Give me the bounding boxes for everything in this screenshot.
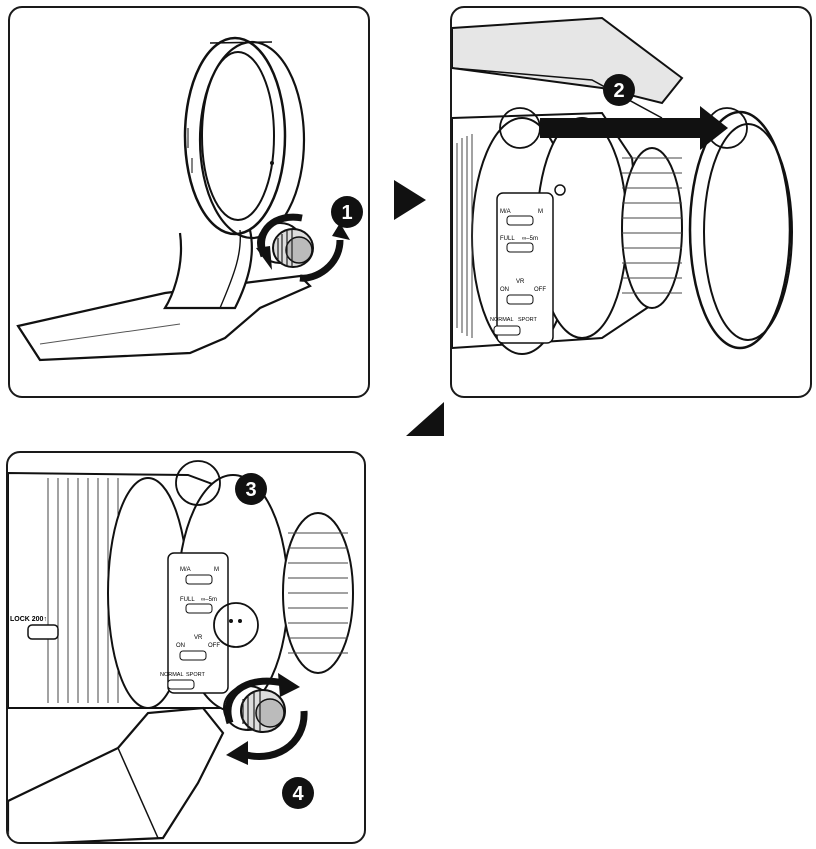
svg-text:∞–5m: ∞–5m <box>522 236 538 242</box>
panel-step-3-4: LOCK 200↑ M/A M FULL ∞–5m VR ON OFF NORM… <box>6 451 366 844</box>
svg-text:2: 2 <box>613 80 624 102</box>
svg-text:M: M <box>214 567 219 573</box>
next-arrow-icon <box>406 402 444 436</box>
svg-text:SPORT: SPORT <box>186 672 205 678</box>
panel-step-2: M/A M FULL ∞–5m VR ON OFF NORMAL SPORT 2 <box>450 6 812 398</box>
svg-text:3: 3 <box>245 479 256 501</box>
svg-text:FULL: FULL <box>180 597 195 603</box>
svg-text:NORMAL: NORMAL <box>160 672 184 678</box>
svg-text:VR: VR <box>194 635 203 641</box>
svg-text:M/A: M/A <box>500 209 511 215</box>
svg-text:OFF: OFF <box>208 643 220 649</box>
lens-attach-illustration: M/A M FULL ∞–5m VR ON OFF NORMAL SPORT 2 <box>452 16 793 355</box>
step-badge-1: 1 <box>331 196 363 228</box>
svg-text:LOCK 200↑: LOCK 200↑ <box>10 616 47 623</box>
svg-text:FULL: FULL <box>500 236 515 242</box>
svg-text:ON: ON <box>176 643 185 649</box>
svg-text:M: M <box>538 209 543 215</box>
svg-text:VR: VR <box>516 279 525 285</box>
svg-text:ON: ON <box>500 287 509 293</box>
step-badge-4: 4 <box>282 777 314 809</box>
step-badge-3: 3 <box>235 473 267 505</box>
collar-foot-illustration: 1 <box>16 36 363 362</box>
step-badge-2: 2 <box>603 74 635 106</box>
svg-text:M/A: M/A <box>180 567 191 573</box>
svg-text:OFF: OFF <box>534 287 546 293</box>
lens-lock-illustration: LOCK 200↑ M/A M FULL ∞–5m VR ON OFF NORM… <box>8 460 354 842</box>
svg-text:SPORT: SPORT <box>518 317 537 323</box>
next-arrow-icon <box>394 180 426 220</box>
svg-text:4: 4 <box>292 783 304 805</box>
panel-step-1: 1 <box>8 6 370 398</box>
svg-text:∞–5m: ∞–5m <box>201 597 217 603</box>
svg-text:1: 1 <box>341 202 352 224</box>
svg-text:NORMAL: NORMAL <box>490 317 514 323</box>
